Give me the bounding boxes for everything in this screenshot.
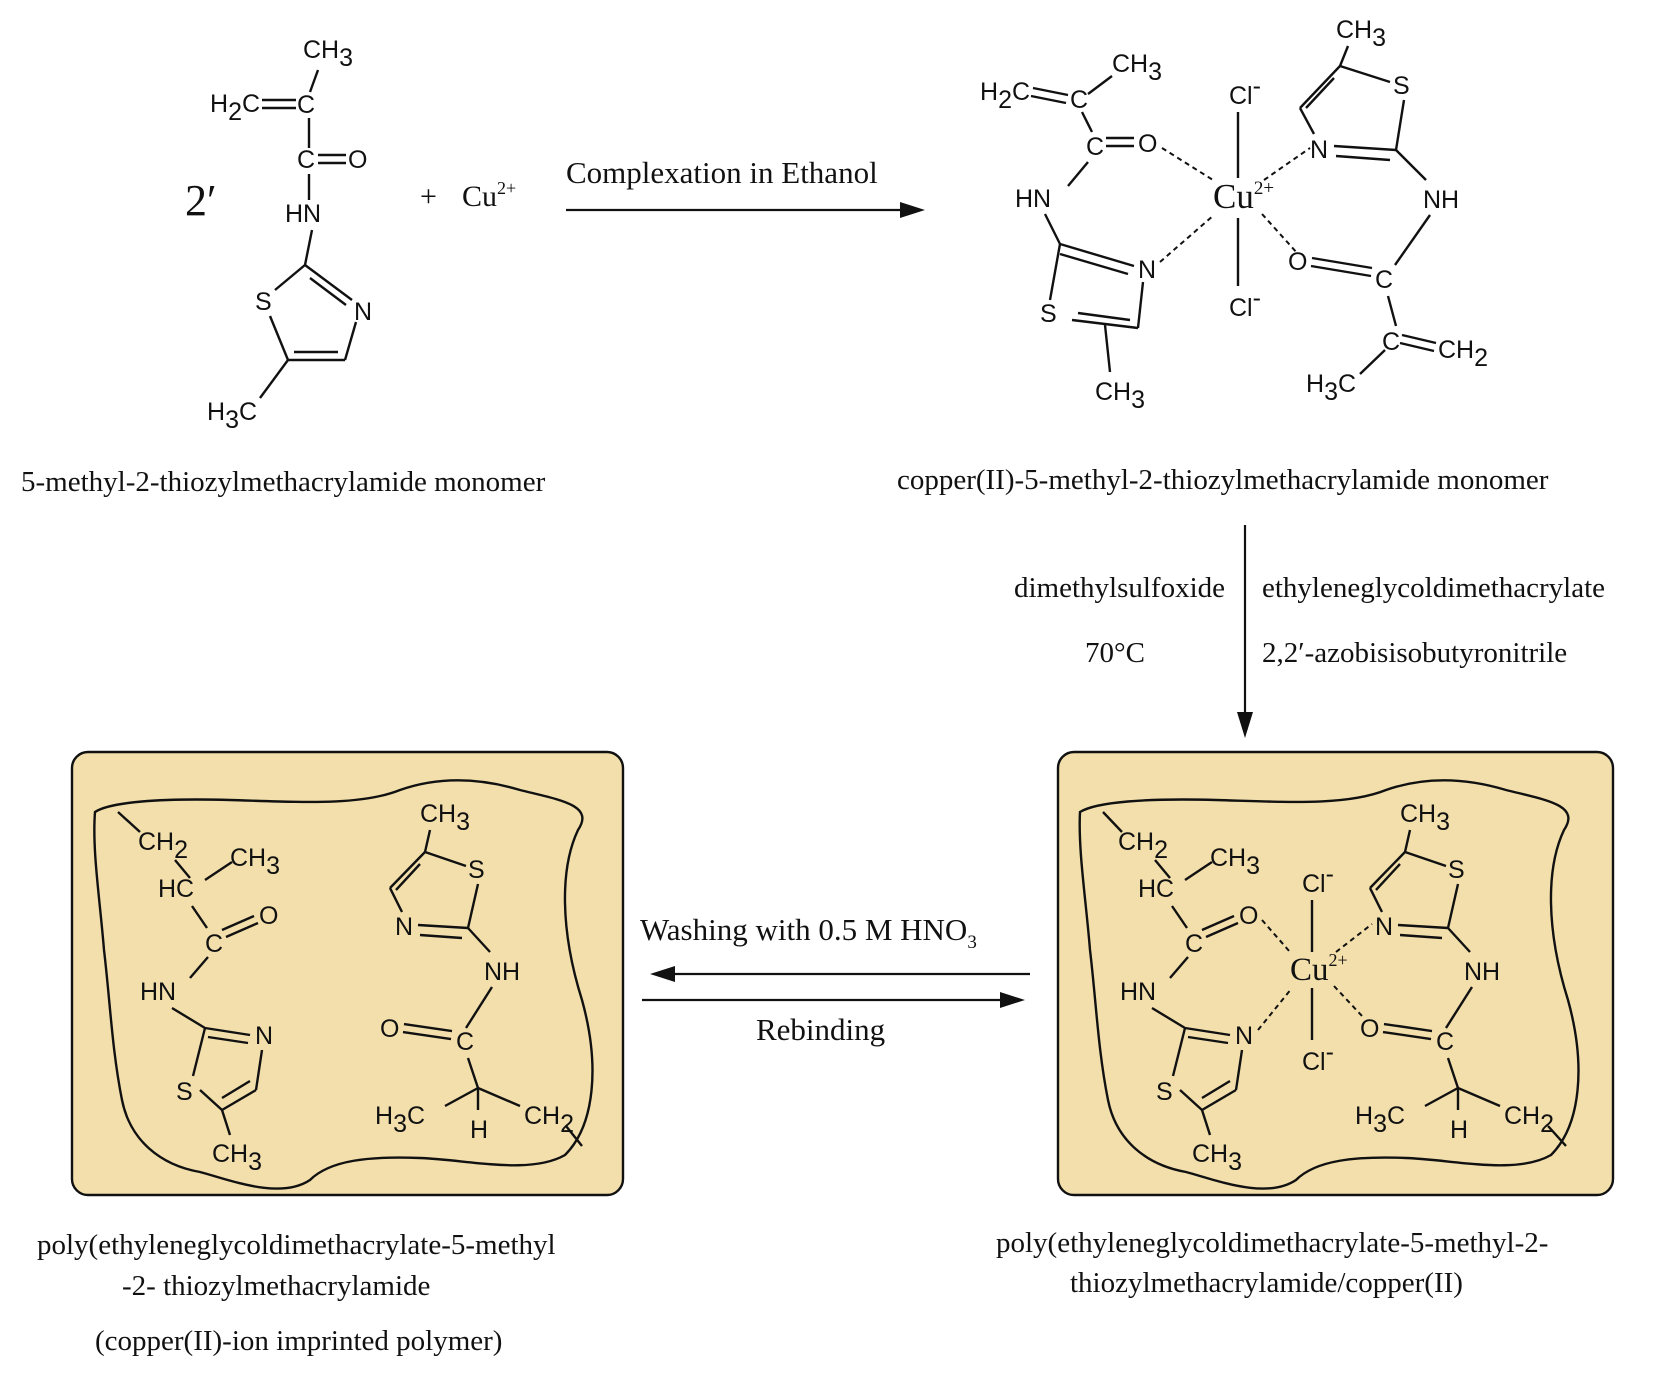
vinyl-terminal: CH2 bbox=[1438, 336, 1488, 372]
carbonyl-oxygen: O bbox=[1288, 248, 1307, 276]
crosslinker-label: ethyleneglycoldimethacrylate bbox=[1262, 572, 1605, 604]
stoichiometric-coefficient: 2′ bbox=[185, 176, 217, 225]
ring-methyl: CH3 bbox=[212, 1140, 262, 1176]
chloride-top: Cl- bbox=[1302, 860, 1334, 898]
imprinted-polymer-name-line1: poly(ethyleneglycoldimethacrylate-5-meth… bbox=[37, 1229, 556, 1261]
imprinted-polymer-name-line3: (copper(II)-ion imprinted polymer) bbox=[95, 1325, 502, 1357]
amide-nh: NH bbox=[1464, 958, 1500, 986]
methyl-group: CH3 bbox=[1112, 50, 1162, 86]
thiazole-sulfur: S bbox=[255, 288, 272, 316]
carbonyl-carbon: C bbox=[297, 146, 315, 174]
vinyl-group: H2C bbox=[210, 90, 260, 126]
chloride-bottom: Cl- bbox=[1229, 284, 1261, 322]
carbonyl-carbon: C bbox=[205, 930, 223, 958]
ring-methyl: H3C bbox=[207, 398, 257, 434]
monomer-name: 5-methyl-2-thiozylmethacrylamide monomer bbox=[21, 466, 546, 498]
imprinted-polymer-matrix: CH2 CH3 HC C O HN S N CH3 CH3 S N bbox=[70, 750, 625, 1197]
alkene-carbon: C bbox=[1070, 86, 1088, 114]
ring-methyl: H3C bbox=[1306, 370, 1356, 406]
monomer-structure: 2′ CH3 H2C C C O HN S N H3C bbox=[185, 36, 372, 434]
temperature-label: 70°C bbox=[1085, 637, 1145, 669]
methyl-group: CH3 bbox=[303, 36, 353, 72]
imprinted-polymer-name-line2: -2- thiozylmethacrylamide bbox=[122, 1270, 430, 1302]
thiazole-sulfur: S bbox=[176, 1078, 193, 1106]
amide-nh: HN bbox=[1015, 185, 1051, 213]
methine: HC bbox=[1138, 875, 1174, 903]
carbonyl-oxygen: O bbox=[1239, 902, 1258, 930]
carbonyl-carbon: C bbox=[456, 1028, 474, 1056]
carbonyl-carbon: C bbox=[1375, 266, 1393, 294]
copper-center: Cu2+ bbox=[1213, 177, 1274, 216]
polymer-ch2: CH2 bbox=[138, 828, 188, 864]
ring-methyl: H3C bbox=[375, 1102, 425, 1138]
initiator-label: 2,2′-azobisisobutyronitrile bbox=[1262, 637, 1567, 669]
copper-polymer-matrix: CH2 CH3 HC C O HN S N CH3 Cu2+ Cl- Cl- bbox=[1056, 750, 1615, 1197]
polymerization-arrow: dimethylsulfoxide 70°C ethyleneglycoldim… bbox=[1014, 525, 1605, 738]
thiazole-nitrogen: N bbox=[1310, 136, 1328, 164]
thiazole-nitrogen: N bbox=[1138, 256, 1156, 284]
copper-polymer-name-line1: poly(ethyleneglycoldimethacrylate-5-meth… bbox=[996, 1227, 1548, 1259]
polymer-ch2: CH2 bbox=[1118, 828, 1168, 864]
methine-h: H bbox=[1450, 1116, 1468, 1144]
chloride-top: Cl- bbox=[1229, 72, 1261, 110]
washing-label: Washing with 0.5 M HNO3 bbox=[640, 912, 977, 953]
carbonyl-oxygen: O bbox=[1360, 1015, 1379, 1043]
vinyl-group: H2C bbox=[980, 78, 1030, 114]
carbonyl-oxygen: O bbox=[348, 146, 367, 174]
equilibrium-arrows: Washing with 0.5 M HNO3 Rebinding bbox=[640, 912, 1030, 1047]
thiazole-sulfur: S bbox=[1448, 856, 1465, 884]
thiazole-nitrogen: N bbox=[255, 1022, 273, 1050]
thiazole-nitrogen: N bbox=[1235, 1022, 1253, 1050]
thiazole-sulfur: S bbox=[468, 856, 485, 884]
rebinding-label: Rebinding bbox=[756, 1012, 885, 1047]
thiazole-nitrogen: N bbox=[1375, 913, 1393, 941]
complex-structure: H2C C CH3 C O HN S N CH3 Cu2+ Cl- Cl- bbox=[980, 16, 1488, 414]
carbonyl-oxygen: O bbox=[1138, 130, 1157, 158]
amide-nh: HN bbox=[1120, 978, 1156, 1006]
thiazole-sulfur: S bbox=[1156, 1078, 1173, 1106]
carbonyl-oxygen: O bbox=[380, 1015, 399, 1043]
amide-nh: NH bbox=[484, 958, 520, 986]
thiazole-nitrogen: N bbox=[354, 298, 372, 326]
solvent-label: dimethylsulfoxide bbox=[1014, 572, 1225, 604]
alkene-carbon: C bbox=[297, 91, 315, 119]
thiazole-sulfur: S bbox=[1393, 72, 1410, 100]
amide-nh: HN bbox=[285, 200, 321, 228]
polymer-ch2: CH2 bbox=[1504, 1102, 1554, 1138]
methyl-group: CH3 bbox=[1336, 16, 1386, 52]
ring-methyl: H3C bbox=[1355, 1102, 1405, 1138]
methyl-group: CH3 bbox=[420, 800, 470, 836]
amide-nh: HN bbox=[140, 978, 176, 1006]
methyl-group: CH3 bbox=[1210, 844, 1260, 880]
methine-h: H bbox=[470, 1116, 488, 1144]
complexation-arrow: Complexation in Ethanol bbox=[566, 155, 925, 218]
carbonyl-carbon: C bbox=[1436, 1028, 1454, 1056]
methine: HC bbox=[158, 875, 194, 903]
carbonyl-oxygen: O bbox=[259, 902, 278, 930]
ring-methyl: CH3 bbox=[1192, 1140, 1242, 1176]
alkene-carbon: C bbox=[1382, 328, 1400, 356]
thiazole-nitrogen: N bbox=[395, 913, 413, 941]
amide-nh: NH bbox=[1423, 186, 1459, 214]
complexation-label: Complexation in Ethanol bbox=[566, 155, 878, 190]
carbonyl-carbon: C bbox=[1185, 930, 1203, 958]
copper-center: Cu2+ bbox=[1290, 950, 1348, 988]
methyl-group: CH3 bbox=[230, 844, 280, 880]
thiazole-sulfur: S bbox=[1040, 300, 1057, 328]
chloride-bottom: Cl- bbox=[1302, 1038, 1334, 1076]
methyl-group: CH3 bbox=[1400, 800, 1450, 836]
carbonyl-carbon: C bbox=[1086, 133, 1104, 161]
complex-name: copper(II)-5-methyl-2-thiozylmethacrylam… bbox=[897, 464, 1549, 496]
plus-sign: + bbox=[420, 180, 437, 213]
copper-polymer-name-line2: thiozylmethacrylamide/copper(II) bbox=[1070, 1267, 1463, 1299]
ring-methyl: CH3 bbox=[1095, 378, 1145, 414]
copper-ion: Cu2+ bbox=[462, 178, 516, 213]
